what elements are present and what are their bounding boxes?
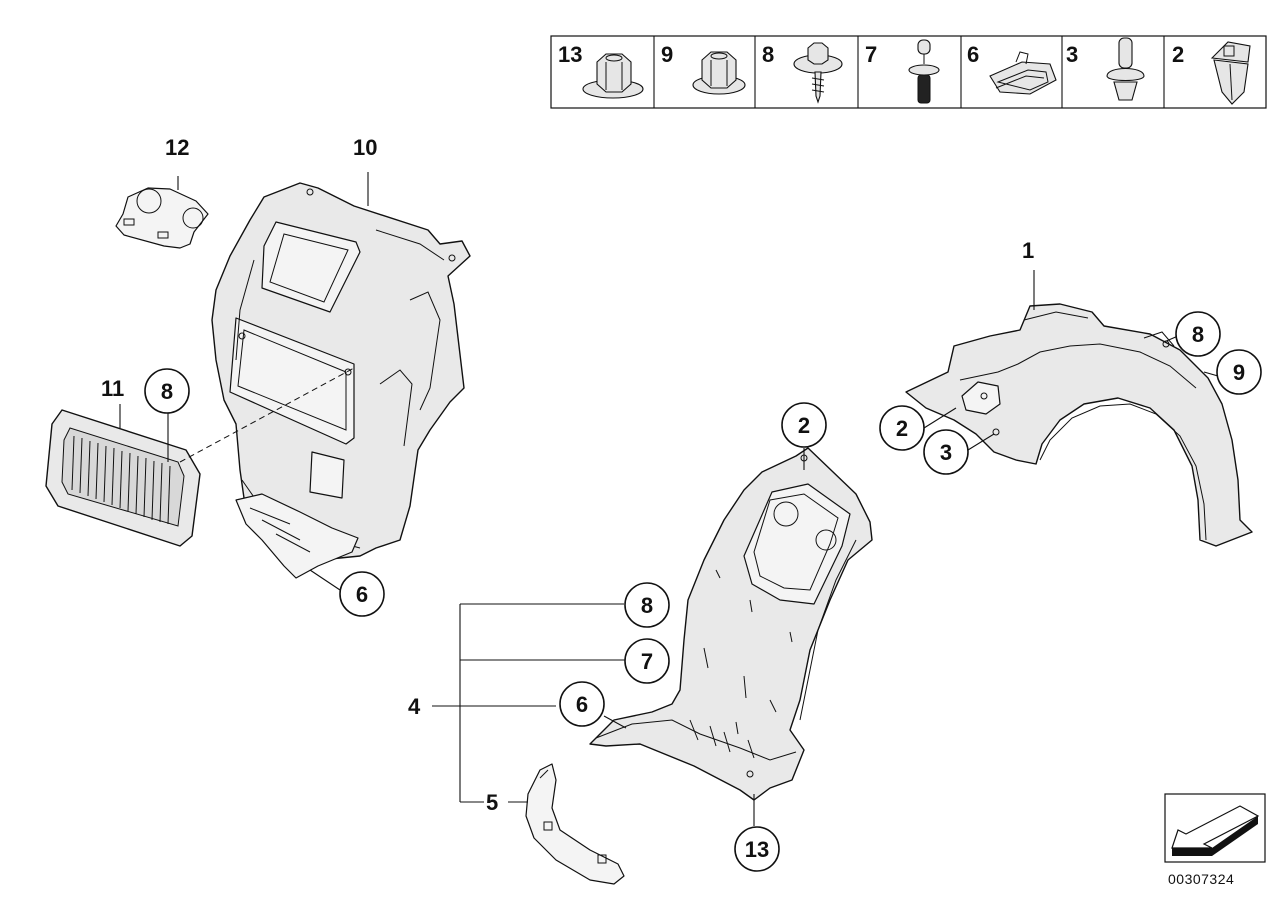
- callout-right-8: 8: [1175, 311, 1221, 357]
- svg-text:8: 8: [1192, 322, 1204, 347]
- navigation-arrow-icon: [1164, 793, 1266, 863]
- part-4-center-liner: [589, 447, 873, 801]
- expanding-nut-icon: [1210, 41, 1251, 105]
- svg-text:6: 6: [576, 692, 588, 717]
- callout-mid-8: 8: [624, 582, 670, 628]
- diagram-id: 00307324: [1168, 871, 1234, 887]
- callout-mid-7: 7: [624, 638, 670, 684]
- label-part-1: 1: [1022, 238, 1034, 263]
- part-10-inner-panel: [211, 172, 471, 571]
- label-part-4: 4: [408, 694, 421, 719]
- legend-number-2: 2: [1172, 42, 1184, 67]
- svg-text:9: 9: [1233, 360, 1245, 385]
- legend-number-8: 8: [762, 42, 774, 67]
- callout-mid-13: 13: [734, 826, 780, 872]
- part-12-cover: [115, 176, 209, 249]
- legend-number-7: 7: [865, 42, 877, 67]
- label-part-10: 10: [353, 135, 377, 160]
- svg-text:13: 13: [745, 837, 769, 862]
- callout-left-8: 8: [144, 368, 190, 414]
- push-rivet-icon: [1106, 37, 1145, 101]
- svg-text:6: 6: [356, 582, 368, 607]
- hex-nut-flange-icon: [582, 53, 644, 99]
- callout-left-6: 6: [339, 571, 385, 617]
- part-11-grille: [45, 367, 355, 547]
- legend-number-13: 13: [558, 42, 582, 67]
- legend-number-3: 3: [1066, 42, 1078, 67]
- expanding-rivet-icon: [908, 39, 940, 104]
- svg-text:3: 3: [940, 440, 952, 465]
- legend-number-9: 9: [661, 42, 673, 67]
- svg-text:8: 8: [161, 379, 173, 404]
- part-1-wheel-arch-liner: [905, 270, 1253, 547]
- screw-washer-icon: [793, 42, 843, 104]
- label-part-12: 12: [165, 135, 189, 160]
- svg-text:2: 2: [798, 413, 810, 438]
- label-part-11: 11: [101, 376, 124, 401]
- legend-number-6: 6: [967, 42, 979, 67]
- svg-text:2: 2: [896, 416, 908, 441]
- svg-text:7: 7: [641, 649, 653, 674]
- callout-right-2: 2: [879, 405, 925, 451]
- callout-mid-6: 6: [559, 681, 605, 727]
- part-5-trim-strip: [525, 763, 625, 885]
- hardware-legend: 13 9 8 7 6 3 2: [550, 35, 1267, 109]
- hex-nut-collar-icon: [692, 51, 746, 95]
- svg-text:8: 8: [641, 593, 653, 618]
- part-6-bracket-left: [235, 493, 359, 591]
- label-part-5: 5: [486, 790, 498, 815]
- callout-mid-2: 2: [781, 402, 827, 448]
- leader-lines: [432, 335, 1219, 826]
- callout-right-9: 9: [1216, 349, 1262, 395]
- spring-clip-icon: [989, 51, 1057, 95]
- callout-right-3: 3: [923, 429, 969, 475]
